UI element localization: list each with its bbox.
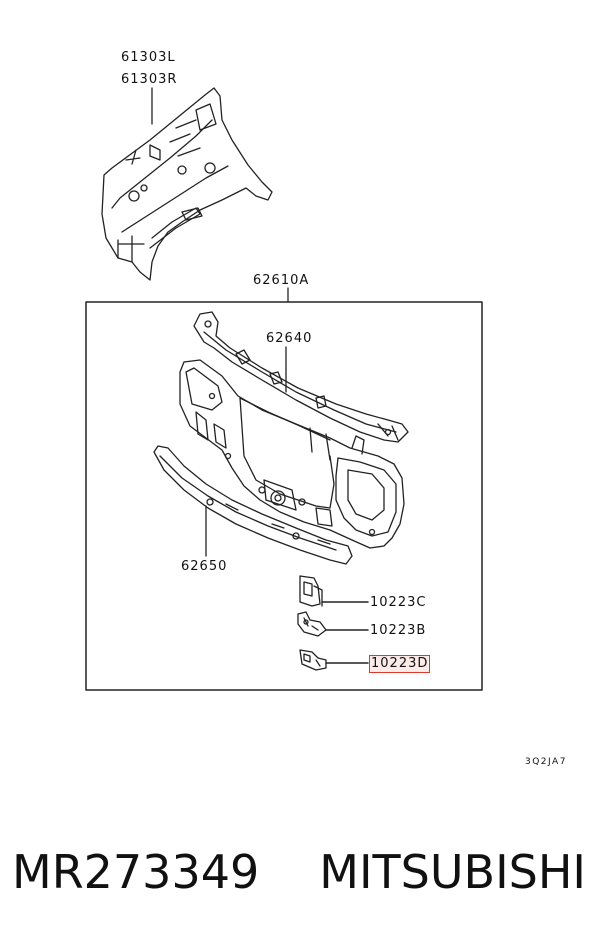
- part-label-62650: 62650: [181, 559, 228, 574]
- upper-support-bar-part: [193, 311, 409, 443]
- radiator-support-frame-part: [179, 359, 405, 549]
- bracket-10223c-part: [299, 575, 323, 607]
- fender-apron-part: [101, 87, 273, 281]
- part-number: MR273349: [12, 845, 260, 899]
- diagram-drawing: [85, 87, 483, 691]
- assembly-box-62610a: [85, 301, 483, 691]
- part-label-62640: 62640: [266, 331, 313, 346]
- caption-bar: MR273349 MITSUBISHI: [0, 832, 600, 912]
- part-label-10223d-highlighted: 10223D: [368, 655, 431, 673]
- part-label-10223c: 10223C: [370, 595, 427, 610]
- clip-10223d-part: [299, 649, 327, 671]
- part-label-62610a: 62610A: [253, 273, 310, 288]
- brand-name: MITSUBISHI: [319, 845, 586, 899]
- diagram-code: 3Q2JA7: [525, 757, 567, 767]
- part-label-61303l: 61303L: [121, 50, 176, 65]
- clip-10223b-part: [297, 611, 327, 637]
- lower-support-bar-part: [153, 445, 353, 565]
- part-label-10223b: 10223B: [370, 623, 427, 638]
- parts-diagram: 61303L 61303R 62610A 62640 62650 10223C …: [85, 50, 565, 767]
- part-label-61303r: 61303R: [121, 72, 178, 87]
